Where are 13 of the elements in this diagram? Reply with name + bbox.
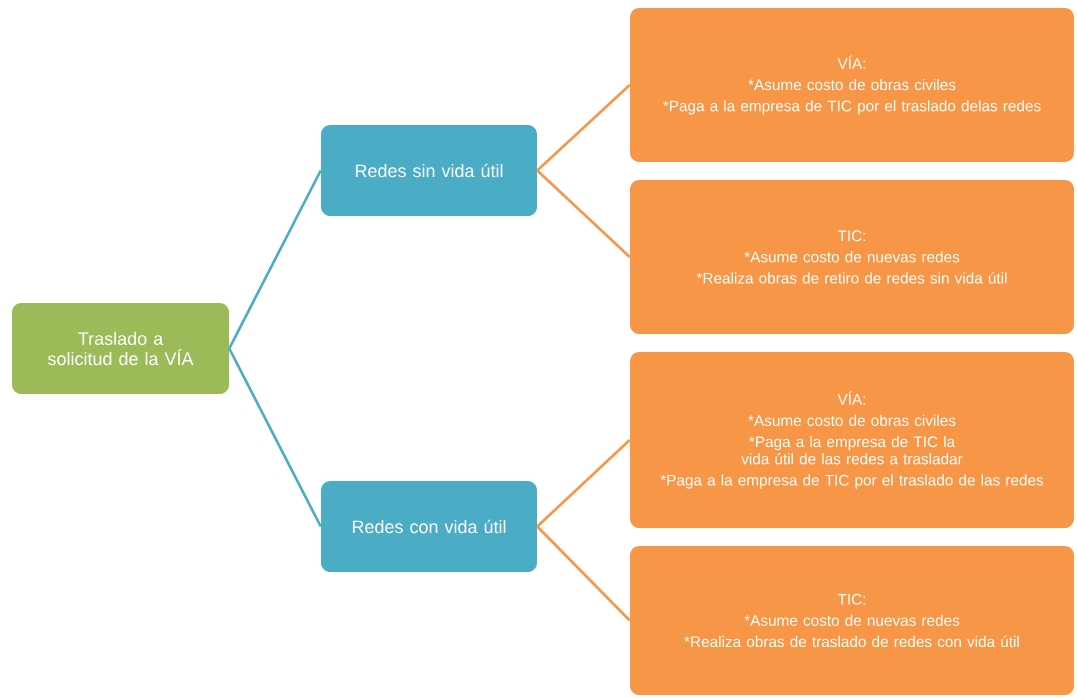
connector-line — [228, 347, 322, 528]
connector-line — [536, 84, 631, 172]
detail-box: VÍA: *Asume costo de obras civiles *Paga a la empresa de TIC por el traslado delas redes — [630, 8, 1074, 162]
connector-line — [536, 525, 631, 622]
connector-line — [536, 439, 631, 528]
detail-box: TIC: *Asume costo de nuevas redes *Realiza obras de traslado de redes con vida útil — [630, 546, 1074, 695]
connector-line — [536, 169, 631, 258]
topic-box: Traslado a solicitud de la VÍA — [12, 303, 229, 394]
detail-box: TIC: *Asume costo de nuevas redes *Realiza obras de retiro de redes sin vida útil — [630, 180, 1074, 334]
category-box: Redes con vida útil — [321, 481, 537, 572]
connector-line — [228, 169, 322, 350]
category-box: Redes sin vida útil — [321, 125, 537, 216]
detail-box: VÍA: *Asume costo de obras civiles *Paga a la empresa de TIC la vida útil de las redes a trasladar *Paga a la empresa de TIC por el traslado de las redes — [630, 352, 1074, 528]
